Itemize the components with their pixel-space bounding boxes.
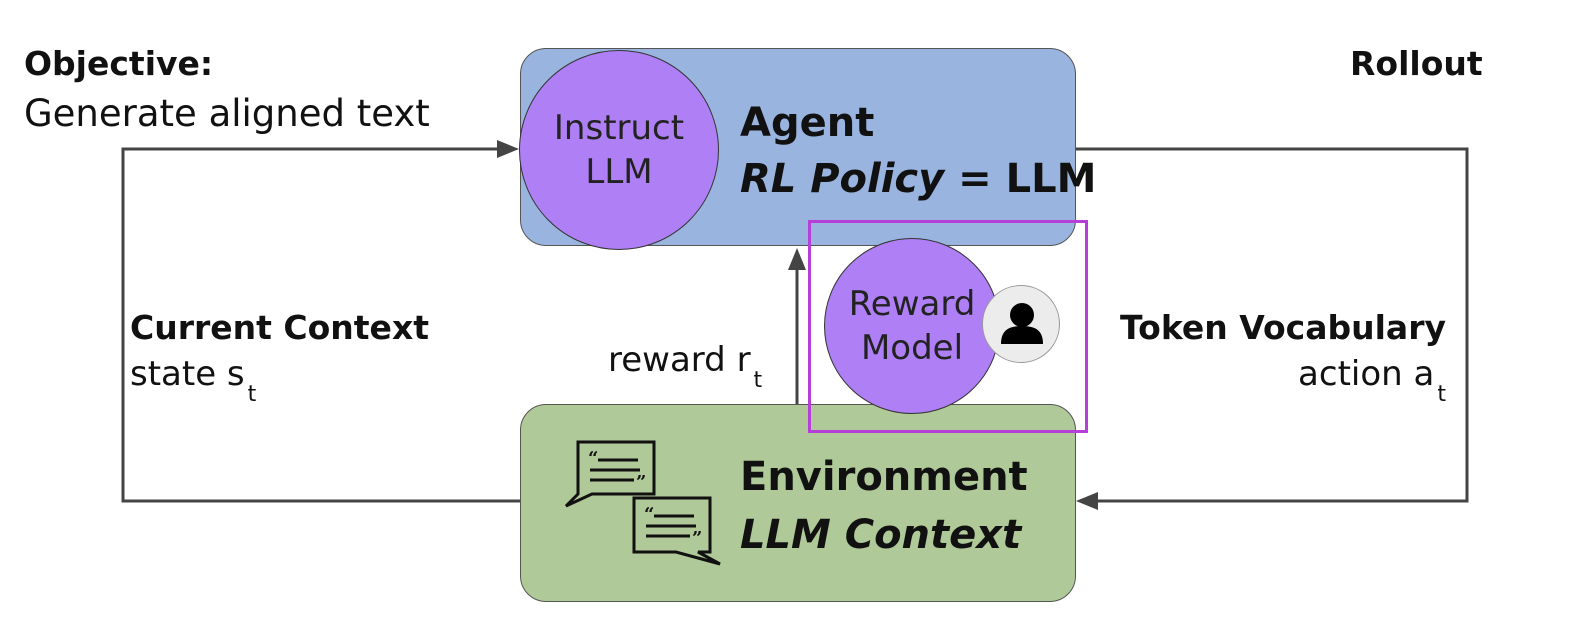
state-subscript: t: [247, 382, 257, 407]
state-connector: [121, 147, 520, 503]
rl-policy-rest: = LLM: [944, 156, 1097, 202]
reward-model-circle: Reward Model: [824, 238, 1000, 414]
token-vocabulary-heading: Token Vocabulary: [1120, 308, 1446, 347]
current-context-heading: Current Context: [130, 308, 429, 347]
rl-policy-italic: RL Policy: [740, 156, 945, 202]
person-icon: [982, 285, 1060, 363]
action-connector: [1076, 147, 1469, 503]
reward-label-text: reward r: [608, 340, 751, 380]
rollout-label: Rollout: [1350, 44, 1483, 83]
svg-text:”: ”: [636, 472, 646, 493]
environment-box: [520, 404, 1076, 602]
svg-text:”: ”: [692, 528, 702, 549]
svg-text:“: “: [588, 448, 598, 469]
arrowhead-to-agent: [497, 140, 519, 158]
reward-model-label: Reward Model: [848, 284, 976, 368]
environment-subtitle: LLM Context: [740, 512, 1022, 558]
svg-text:“: “: [644, 504, 654, 525]
speech-bubbles-icon: “ ” “ ”: [564, 440, 721, 566]
arrowhead-to-environment: [1076, 492, 1098, 510]
rl-policy-label: RL Policy = LLM: [740, 156, 1096, 202]
reward-label: reward rt: [608, 340, 762, 393]
reward-subscript: t: [753, 368, 763, 393]
state-label: state st: [130, 354, 256, 407]
action-label-text: action a: [1298, 354, 1435, 394]
objective-heading: Objective:: [24, 44, 214, 83]
objective-text: Generate aligned text: [24, 92, 430, 135]
instruct-llm-label: Instruct LLM: [553, 108, 685, 192]
action-subscript: t: [1437, 382, 1446, 407]
arrowhead-reward: [788, 248, 806, 270]
environment-title: Environment: [740, 454, 1028, 500]
reward-model-highlight: [808, 220, 1088, 433]
instruct-llm-circle: Instruct LLM: [519, 50, 719, 250]
action-label: action at: [1298, 354, 1446, 407]
agent-title: Agent: [740, 100, 875, 146]
state-label-text: state s: [130, 354, 245, 394]
